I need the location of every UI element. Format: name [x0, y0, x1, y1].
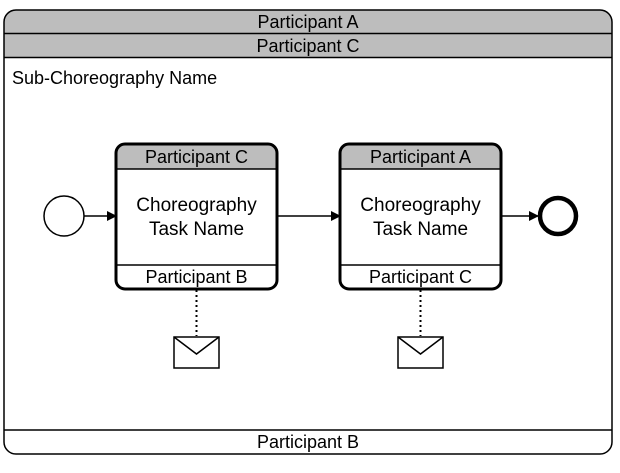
task-2-initiating-participant: Participant A	[370, 147, 471, 167]
task-2-initiating-band	[340, 144, 501, 169]
task-1-receiving-participant: Participant B	[145, 267, 247, 287]
top-participant-a[interactable]: Participant A	[257, 12, 358, 32]
choreography-task-2[interactable]: Participant A Choreography Task Name Par…	[338, 142, 503, 291]
sub-choreography-name: Sub-Choreography Name	[12, 68, 217, 88]
top-participant-c[interactable]: Participant C	[256, 36, 359, 56]
bottom-participant-b[interactable]: Participant B	[257, 432, 359, 452]
task-1-initiating-participant: Participant C	[145, 147, 248, 167]
envelope-icon[interactable]	[173, 336, 220, 369]
task-2-name-line-2: Task Name	[373, 219, 468, 240]
end-event-icon[interactable]	[537, 195, 579, 237]
task-2-name-line-1: Choreography	[360, 195, 481, 216]
task-1-name-line-1: Choreography	[136, 195, 257, 216]
task-1-border	[114, 142, 279, 291]
sub-choreography[interactable]: Participant A Participant C Participant …	[3, 9, 613, 455]
envelope-icon[interactable]	[397, 336, 444, 369]
task-2-receiving-participant: Participant C	[369, 267, 472, 287]
choreography-task-1[interactable]: Participant C Choreography Task Name Par…	[114, 142, 279, 291]
task-1-initiating-band	[116, 144, 277, 169]
task-2-border	[338, 142, 503, 291]
task-1-name-line-2: Task Name	[149, 219, 244, 240]
sub-choreography-border	[3, 9, 613, 455]
start-event-icon[interactable]	[43, 195, 85, 237]
